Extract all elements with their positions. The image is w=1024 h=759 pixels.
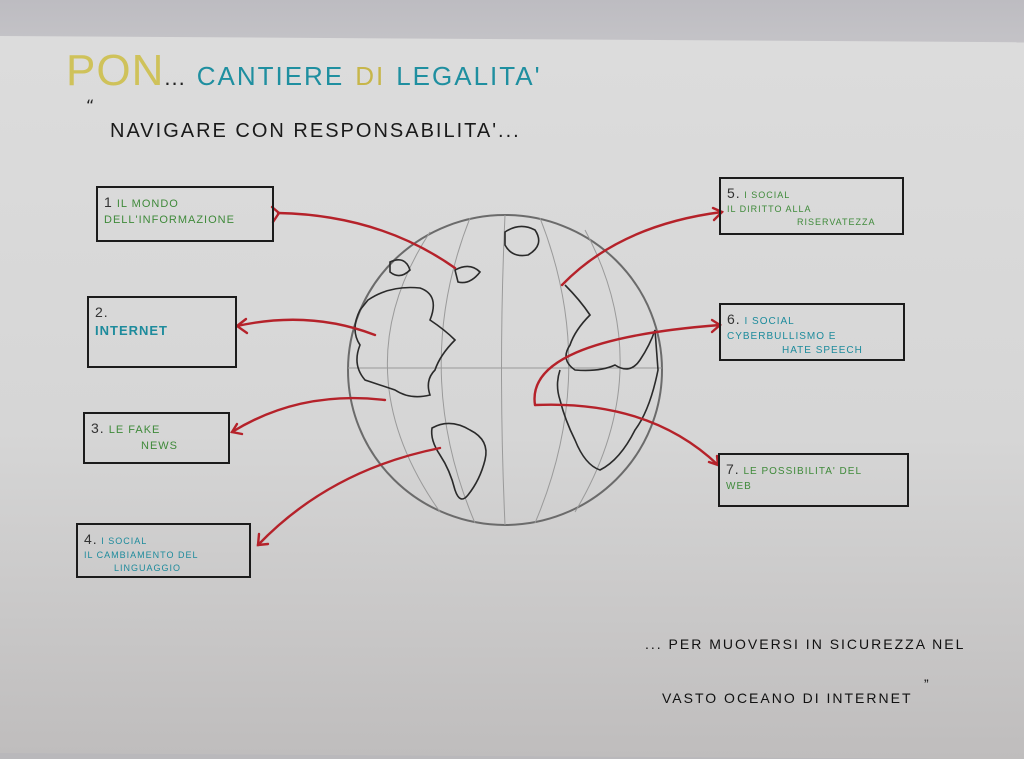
topic-5-subtitle: Il diritto alla [727,204,812,215]
topic-4-subtitle-cont: linguaggio [114,563,182,574]
topic-6-title: I social [744,316,795,327]
poster-subtitle: Navigare con responsabilita'... [110,120,521,142]
topic-box-2: 2. Internet [87,296,237,368]
poster-title: Pon... Cantiere di Legalita' [66,46,542,96]
topic-7-title: Le possibilita' del [743,466,863,477]
title-di: di [355,61,386,91]
topic-7-number: 7. [726,461,740,477]
topic-box-1: 1 Il mondo dell'informazione [96,186,274,242]
topic-5-number: 5. [727,185,741,201]
title-legalita: Legalita' [396,61,542,91]
title-pon: Pon [66,46,165,95]
arrow-to-topic-1 [276,211,457,270]
connector-arrows [230,205,725,547]
topic-7-subtitle: web [726,480,752,492]
topic-1-number: 1 [104,194,113,210]
arrow-to-topic-5 [560,210,724,287]
topic-1-title: Il mondo [116,198,179,210]
topic-box-5: 5. I social Il diritto alla riservatezza [719,177,904,235]
arrow-to-topic-2 [235,318,377,337]
topic-box-7: 7. Le possibilita' del web [718,453,909,507]
title-cantiere: Cantiere [196,61,345,91]
topic-2-number: 2. [95,304,109,320]
topic-4-subtitle: Il cambiamento del [84,550,199,561]
closing-line-2: vasto oceano di internet [662,690,913,706]
closing-line-1: ... Per muoversi in sicurezza nel [645,636,966,652]
topic-3-title: Le fake [108,424,161,436]
topic-3-subtitle: news [141,439,178,452]
arrow-to-topic-6 [533,323,722,407]
topic-1-subtitle: dell'informazione [104,213,235,226]
topic-4-number: 4. [84,531,98,547]
topic-6-number: 6. [727,311,741,327]
title-ellipsis: ... [164,65,186,90]
topic-3-number: 3. [91,420,105,436]
topic-box-3: 3. Le fake news [83,412,230,464]
arrow-to-topic-7 [533,403,720,467]
arrow-to-topic-3 [230,396,387,434]
closing-quote: ” [924,676,931,692]
topic-5-subtitle-cont: riservatezza [797,217,876,228]
topic-6-subtitle-cont: hate speech [782,345,863,356]
topic-2-title: Internet [95,323,168,339]
arrow-to-topic-4 [256,446,442,547]
topic-6-subtitle: Cyberbullismo e [727,330,837,342]
globe-icon [347,214,663,526]
opening-quote: “ [86,96,95,115]
topic-box-4: 4. I social Il cambiamento del linguaggi… [76,523,251,578]
topic-5-title: I social [744,190,791,200]
topic-box-6: 6. I social Cyberbullismo e hate speech [719,303,905,361]
topic-4-title: I social [101,536,148,546]
